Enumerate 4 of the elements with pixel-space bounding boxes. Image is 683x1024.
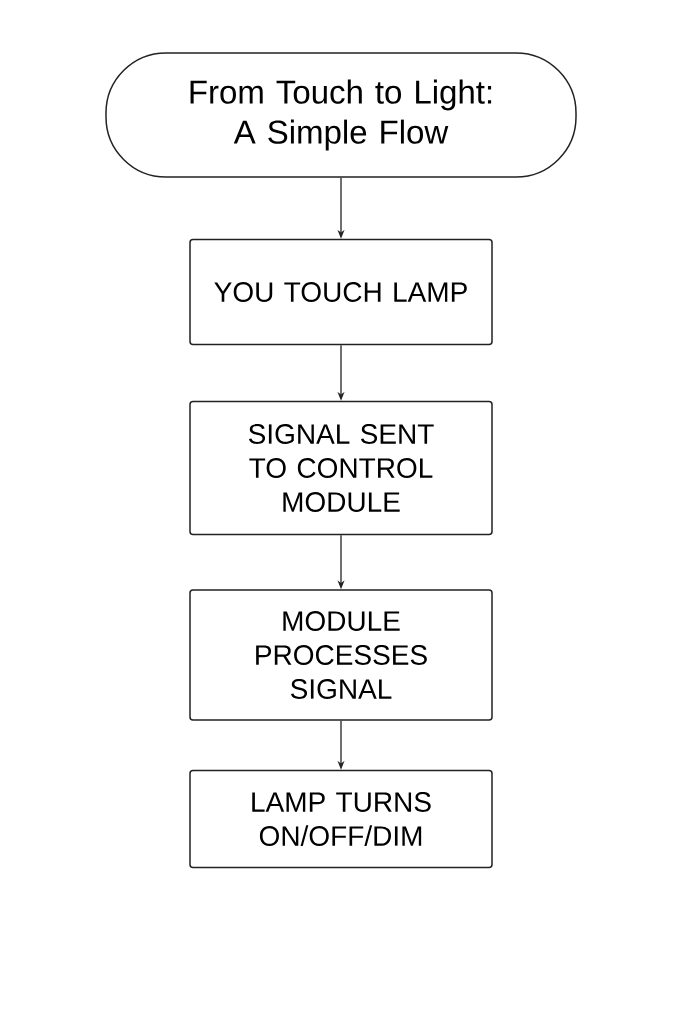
process-box: LAMP TURNS ON/OFF/DIM	[189, 769, 493, 869]
process-box: SIGNAL SENT TO CONTROL MODULE	[189, 400, 493, 536]
process-box: YOU TOUCH LAMP	[189, 238, 493, 346]
process-box: MODULE PROCESSES SIGNAL	[189, 589, 493, 721]
